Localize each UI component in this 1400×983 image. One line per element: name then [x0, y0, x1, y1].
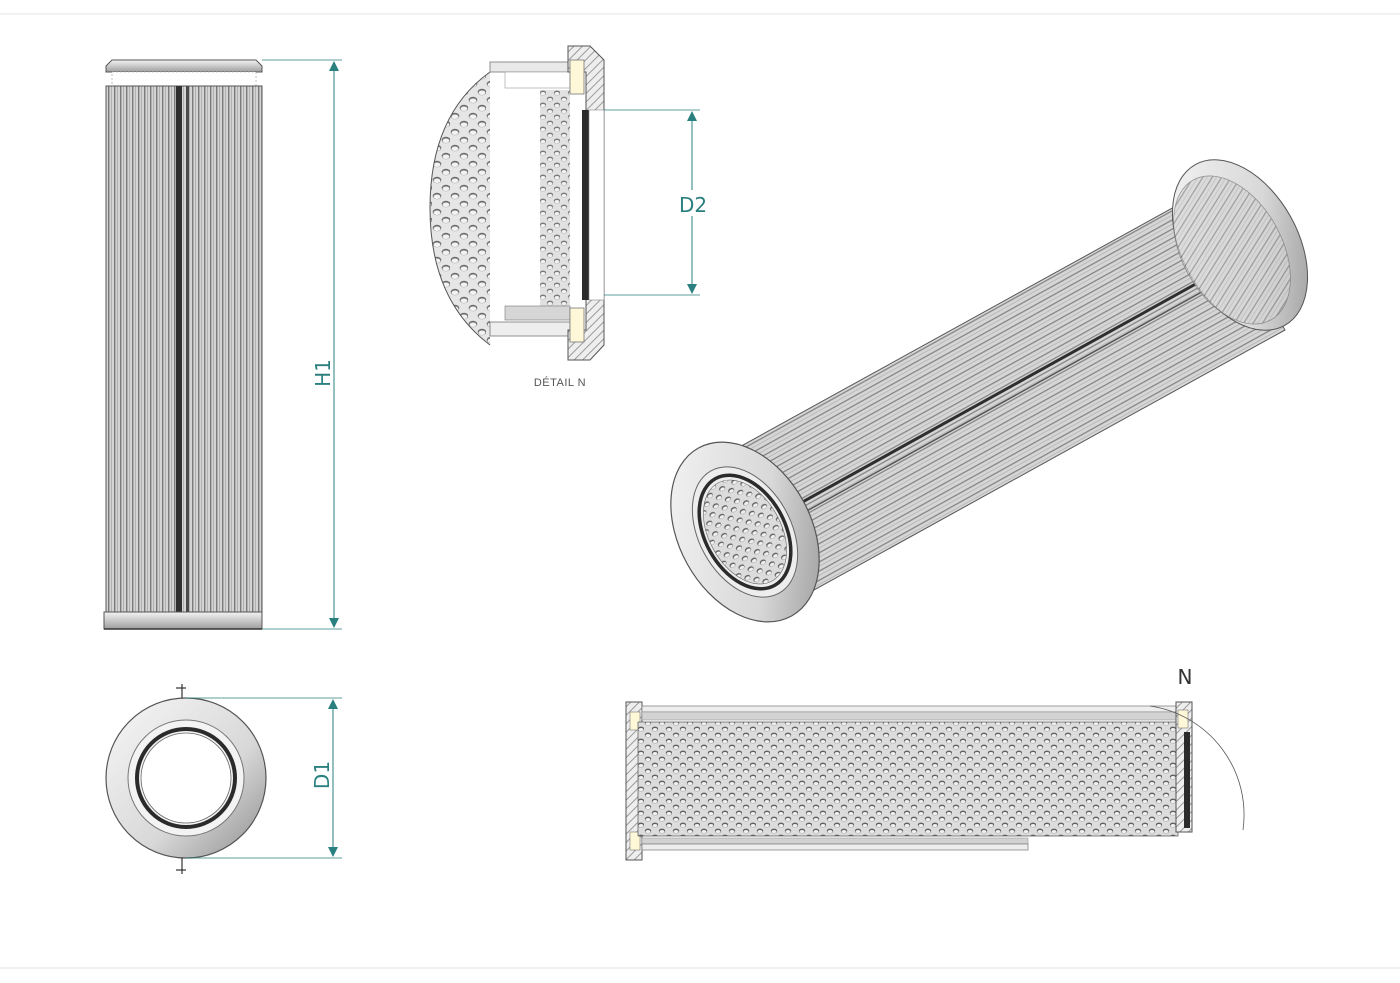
detail-n-callout-arc [1149, 705, 1245, 831]
isometric-view-filter [670, 159, 1309, 623]
label-h1: H1 [311, 359, 335, 387]
section-view-filter: N [625, 665, 1245, 861]
label-d2: D2 [679, 193, 707, 217]
end-view-filter [105, 684, 267, 874]
detail-gasket-top [569, 59, 585, 95]
dimension-h1: H1 [262, 59, 342, 630]
detail-n-view: DÉTAIL N [429, 45, 605, 389]
front-view-filter [103, 59, 263, 630]
detail-gasket-bottom [569, 307, 585, 343]
dimension-d1: D1 [186, 697, 342, 859]
detail-marker-n: N [1178, 665, 1193, 689]
front-pleated-body [105, 85, 263, 613]
iso-perforated-core [703, 479, 787, 585]
section-perforated-tube [637, 721, 1179, 837]
sheet-frame [0, 13, 1400, 969]
section-seal [1184, 732, 1190, 828]
dimension-d2: D2 [604, 109, 710, 296]
iso-seal-ring [697, 473, 793, 591]
front-top-cap [105, 59, 263, 73]
end-seal-ring [135, 727, 237, 829]
end-inner-bore [140, 732, 232, 824]
label-d1: D1 [310, 761, 334, 789]
detail-seal [582, 110, 589, 300]
front-bottom-cap [103, 611, 263, 630]
detail-caption: DÉTAIL N [534, 376, 586, 389]
